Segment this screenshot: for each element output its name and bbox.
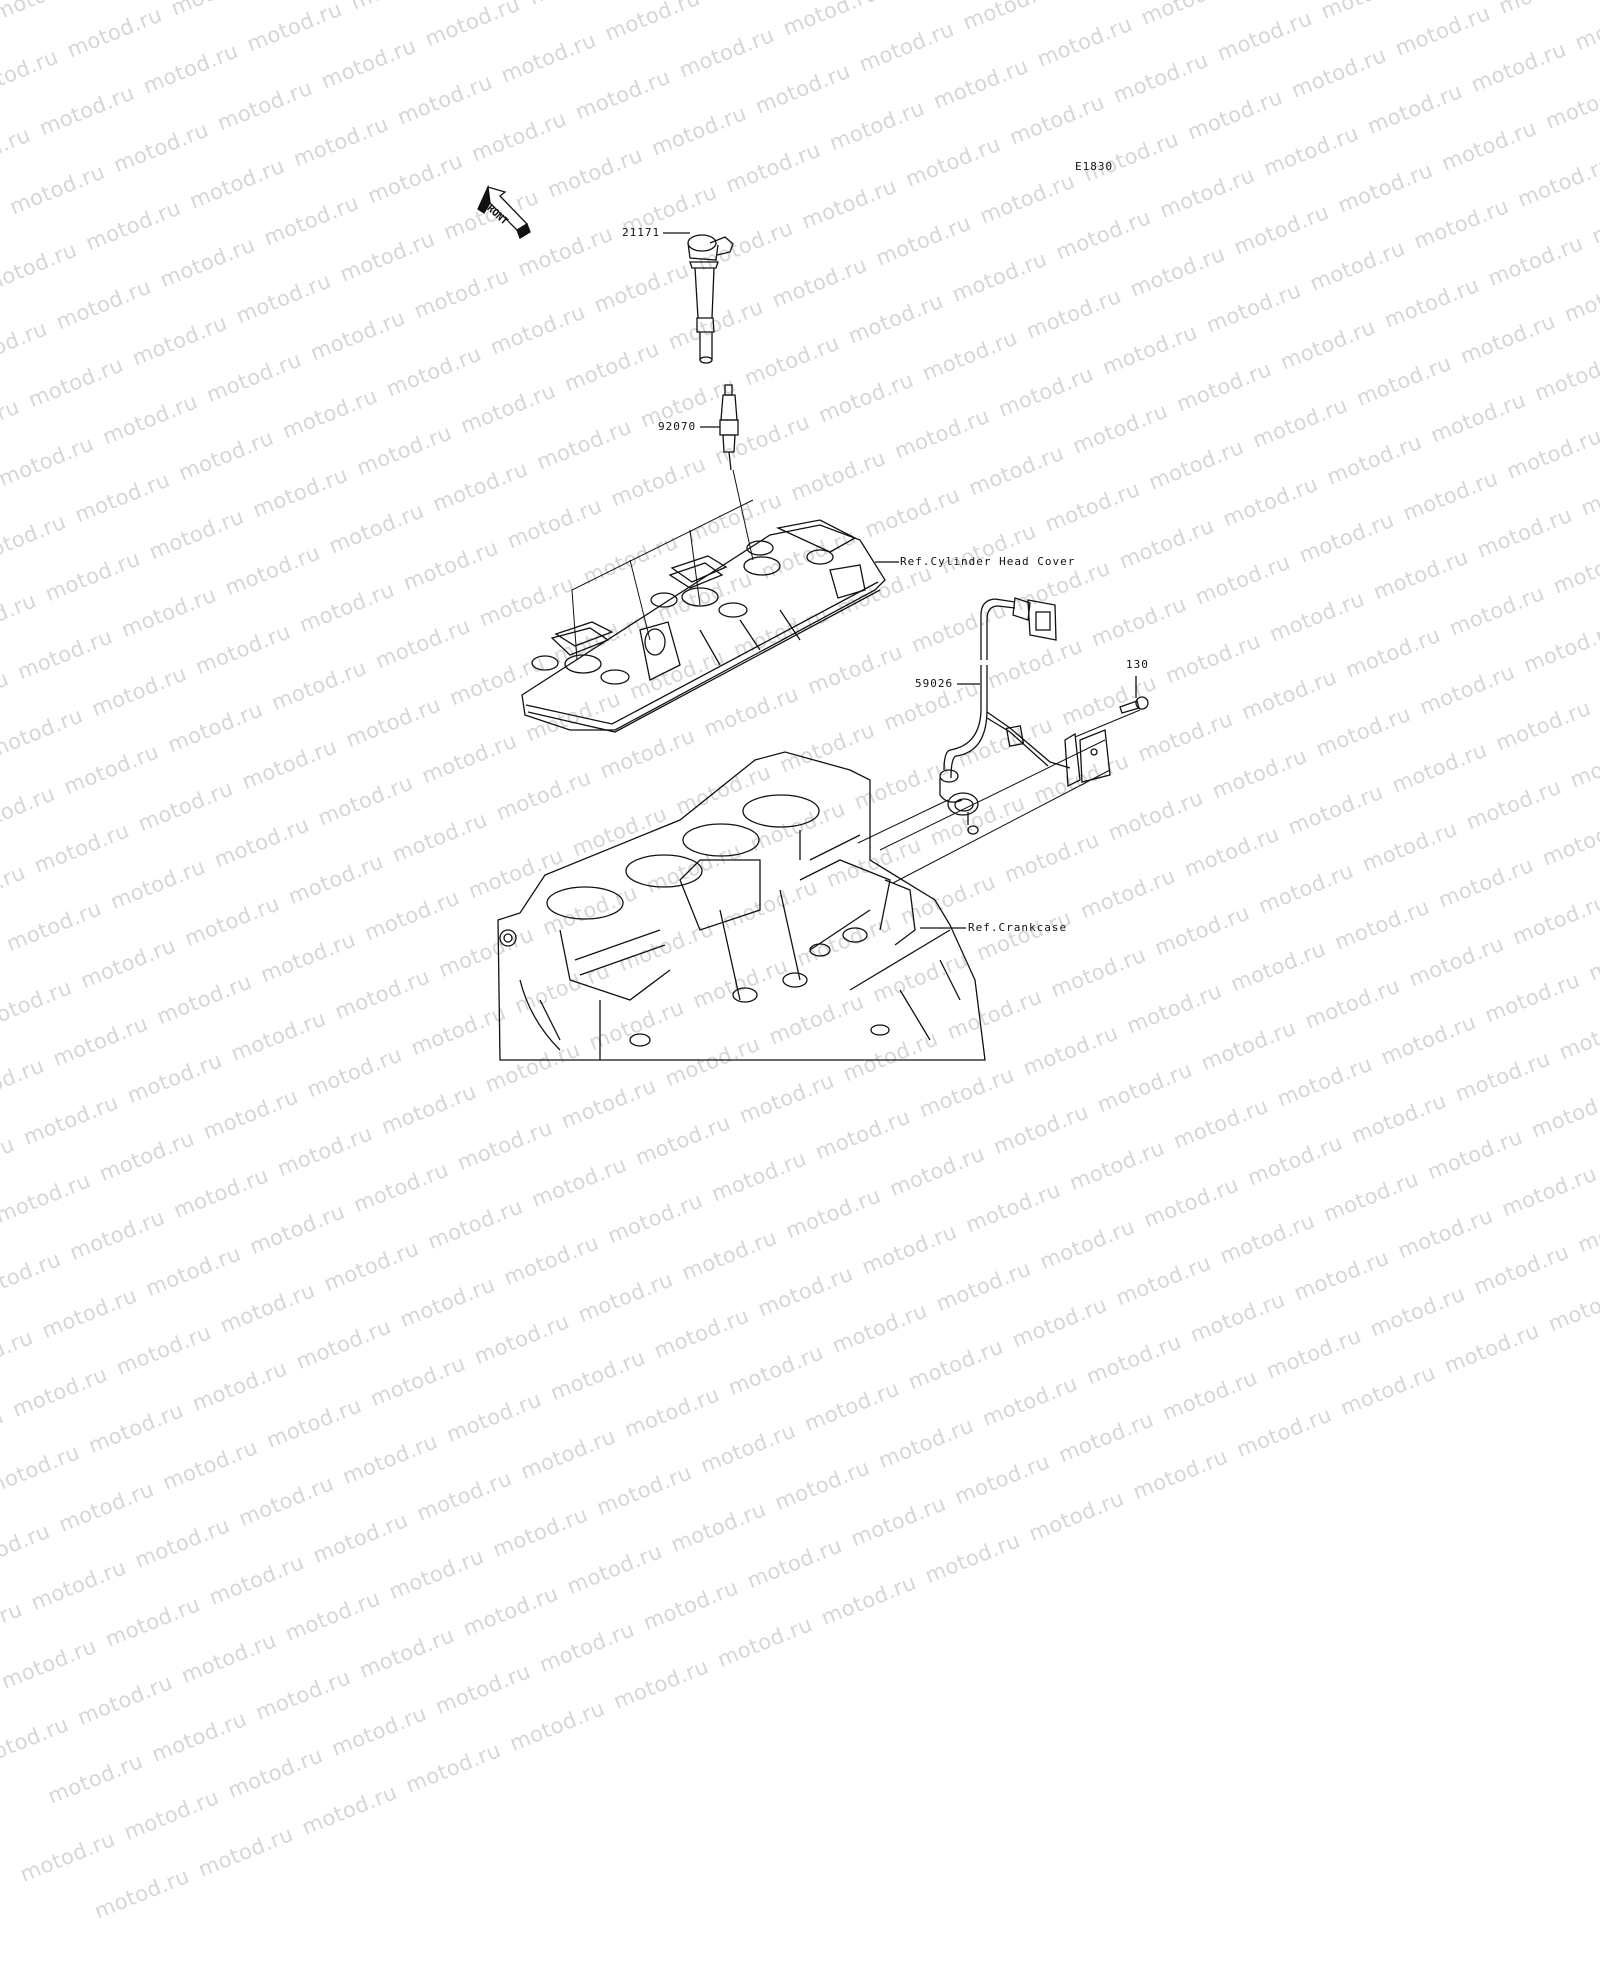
part-label-59026[interactable]: 59026 xyxy=(915,677,954,690)
part-label-21171[interactable]: 21171 xyxy=(622,226,661,239)
part-label-92070[interactable]: 92070 xyxy=(658,420,697,433)
bolt-alignment-line xyxy=(1074,709,1141,738)
part-label-130[interactable]: 130 xyxy=(1126,658,1149,671)
alignment-lines xyxy=(571,469,754,661)
ref-label-crankcase[interactable]: Ref.Crankcase xyxy=(968,921,1068,934)
spark-plug-drawing xyxy=(719,384,739,471)
diagram-code: E1830 xyxy=(1075,160,1114,173)
bolt-drawing xyxy=(1119,676,1149,714)
sensor-harness-drawing xyxy=(939,597,1111,835)
ignition-coil-drawing xyxy=(687,234,734,364)
parts-diagram: FRONT xyxy=(477,184,1149,1061)
crankcase-alignment-lines xyxy=(857,739,1111,884)
ref-label-cylinder-head-cover[interactable]: Ref.Cylinder Head Cover xyxy=(900,555,1076,568)
cylinder-head-cover-drawing xyxy=(521,519,886,733)
crankcase-drawing xyxy=(497,751,986,1061)
front-arrow-icon: FRONT xyxy=(477,184,531,239)
